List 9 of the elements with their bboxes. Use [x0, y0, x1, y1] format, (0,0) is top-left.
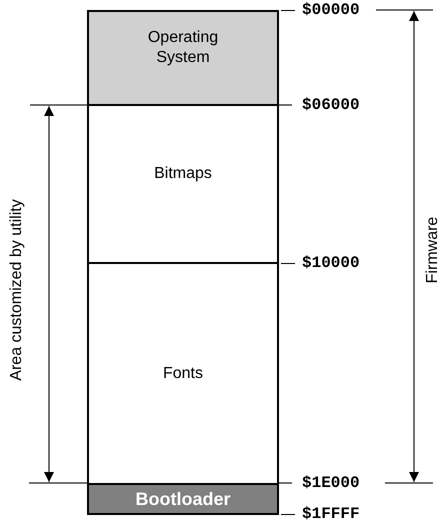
memory-block: [87, 10, 279, 106]
dimension-label: Area customized by utility: [8, 196, 26, 384]
block-label: Bootloader: [135, 488, 230, 510]
memory-block: [87, 262, 279, 485]
block-label: Fonts: [162, 364, 203, 384]
block-label: Bitmaps: [154, 164, 212, 184]
memory-block: [87, 104, 279, 264]
block-label: Operating System: [146, 28, 220, 68]
memory-block: [87, 483, 279, 515]
